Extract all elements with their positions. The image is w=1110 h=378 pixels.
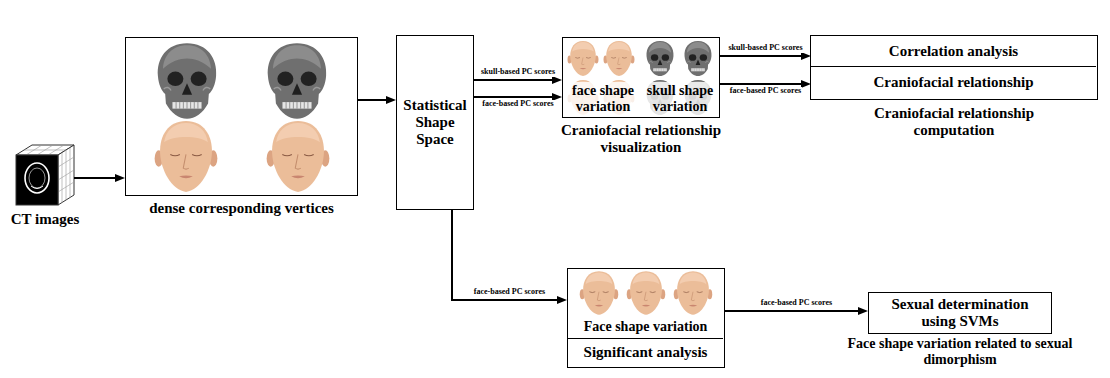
face-model [568,41,599,76]
arrow-connector [474,96,553,98]
arrow-connector [720,55,802,57]
face-model [155,121,218,192]
edge-label: face-based PC scores [481,100,554,109]
node-text: Correlation analysis [811,36,1096,66]
svm-box: Sexual determination using SVMsFace shap… [868,292,1052,334]
node-text: Face shape variation [570,317,721,337]
analysis-cell: Craniofacial relationship [811,67,1096,98]
arrow-connector [720,83,802,85]
arrow-connector [358,99,387,101]
face-variation-panel: Face shape variationSignificant analysis [567,268,725,368]
shape-space-box: Statistical Shape Space [396,35,474,210]
skull-model [268,43,326,119]
caption-text: Craniofacial relationship visualization [541,122,741,156]
computation-box: Craniofacial relationship computationCor… [810,35,1098,100]
analysis-cell: Correlation analysis [811,36,1096,67]
caption-text: CT images [2,211,88,228]
ct-image-node: CT images [16,143,74,205]
arrow-connector [725,310,859,312]
edge-label: skull-based PC scores [727,44,803,53]
edge-label: face-based PC scores [760,299,833,308]
face-model [674,271,712,314]
arrow-connector [74,177,116,179]
skull-model [684,41,711,76]
arrow-connector [474,79,553,81]
face-model [267,121,330,192]
node-text: face shape variation [565,82,641,116]
node-text: skull shape variation [642,82,718,116]
skull-model [646,41,673,76]
ct-volume-icon [16,145,74,205]
caption-text: dense corresponding vertices [112,200,372,217]
edge-label: face-based PC scores [729,87,802,96]
caption-text: Craniofacial relationship computation [834,105,1074,139]
visualization-panel: face shape variationskull shape variatio… [562,37,720,118]
node-text: Sexual determination using SVMs [869,293,1051,333]
arrow-connector [452,210,558,300]
skull-model [158,43,216,119]
caption-text: Face shape variation related to sexual d… [830,336,1090,367]
node-text: Statistical Shape Space [397,36,473,209]
face-model [627,271,665,314]
node-text: Craniofacial relationship [811,67,1096,98]
face-model [604,41,635,76]
dimorphism-models [580,271,712,314]
vertices-panel: dense corresponding vertices [125,37,358,196]
face-model [580,271,618,314]
edge-label: face-based PC scores [473,288,546,297]
vertices-models [155,43,330,192]
node-text: Significant analysis [568,338,723,366]
edge-label: skull-based PC scores [480,68,556,77]
